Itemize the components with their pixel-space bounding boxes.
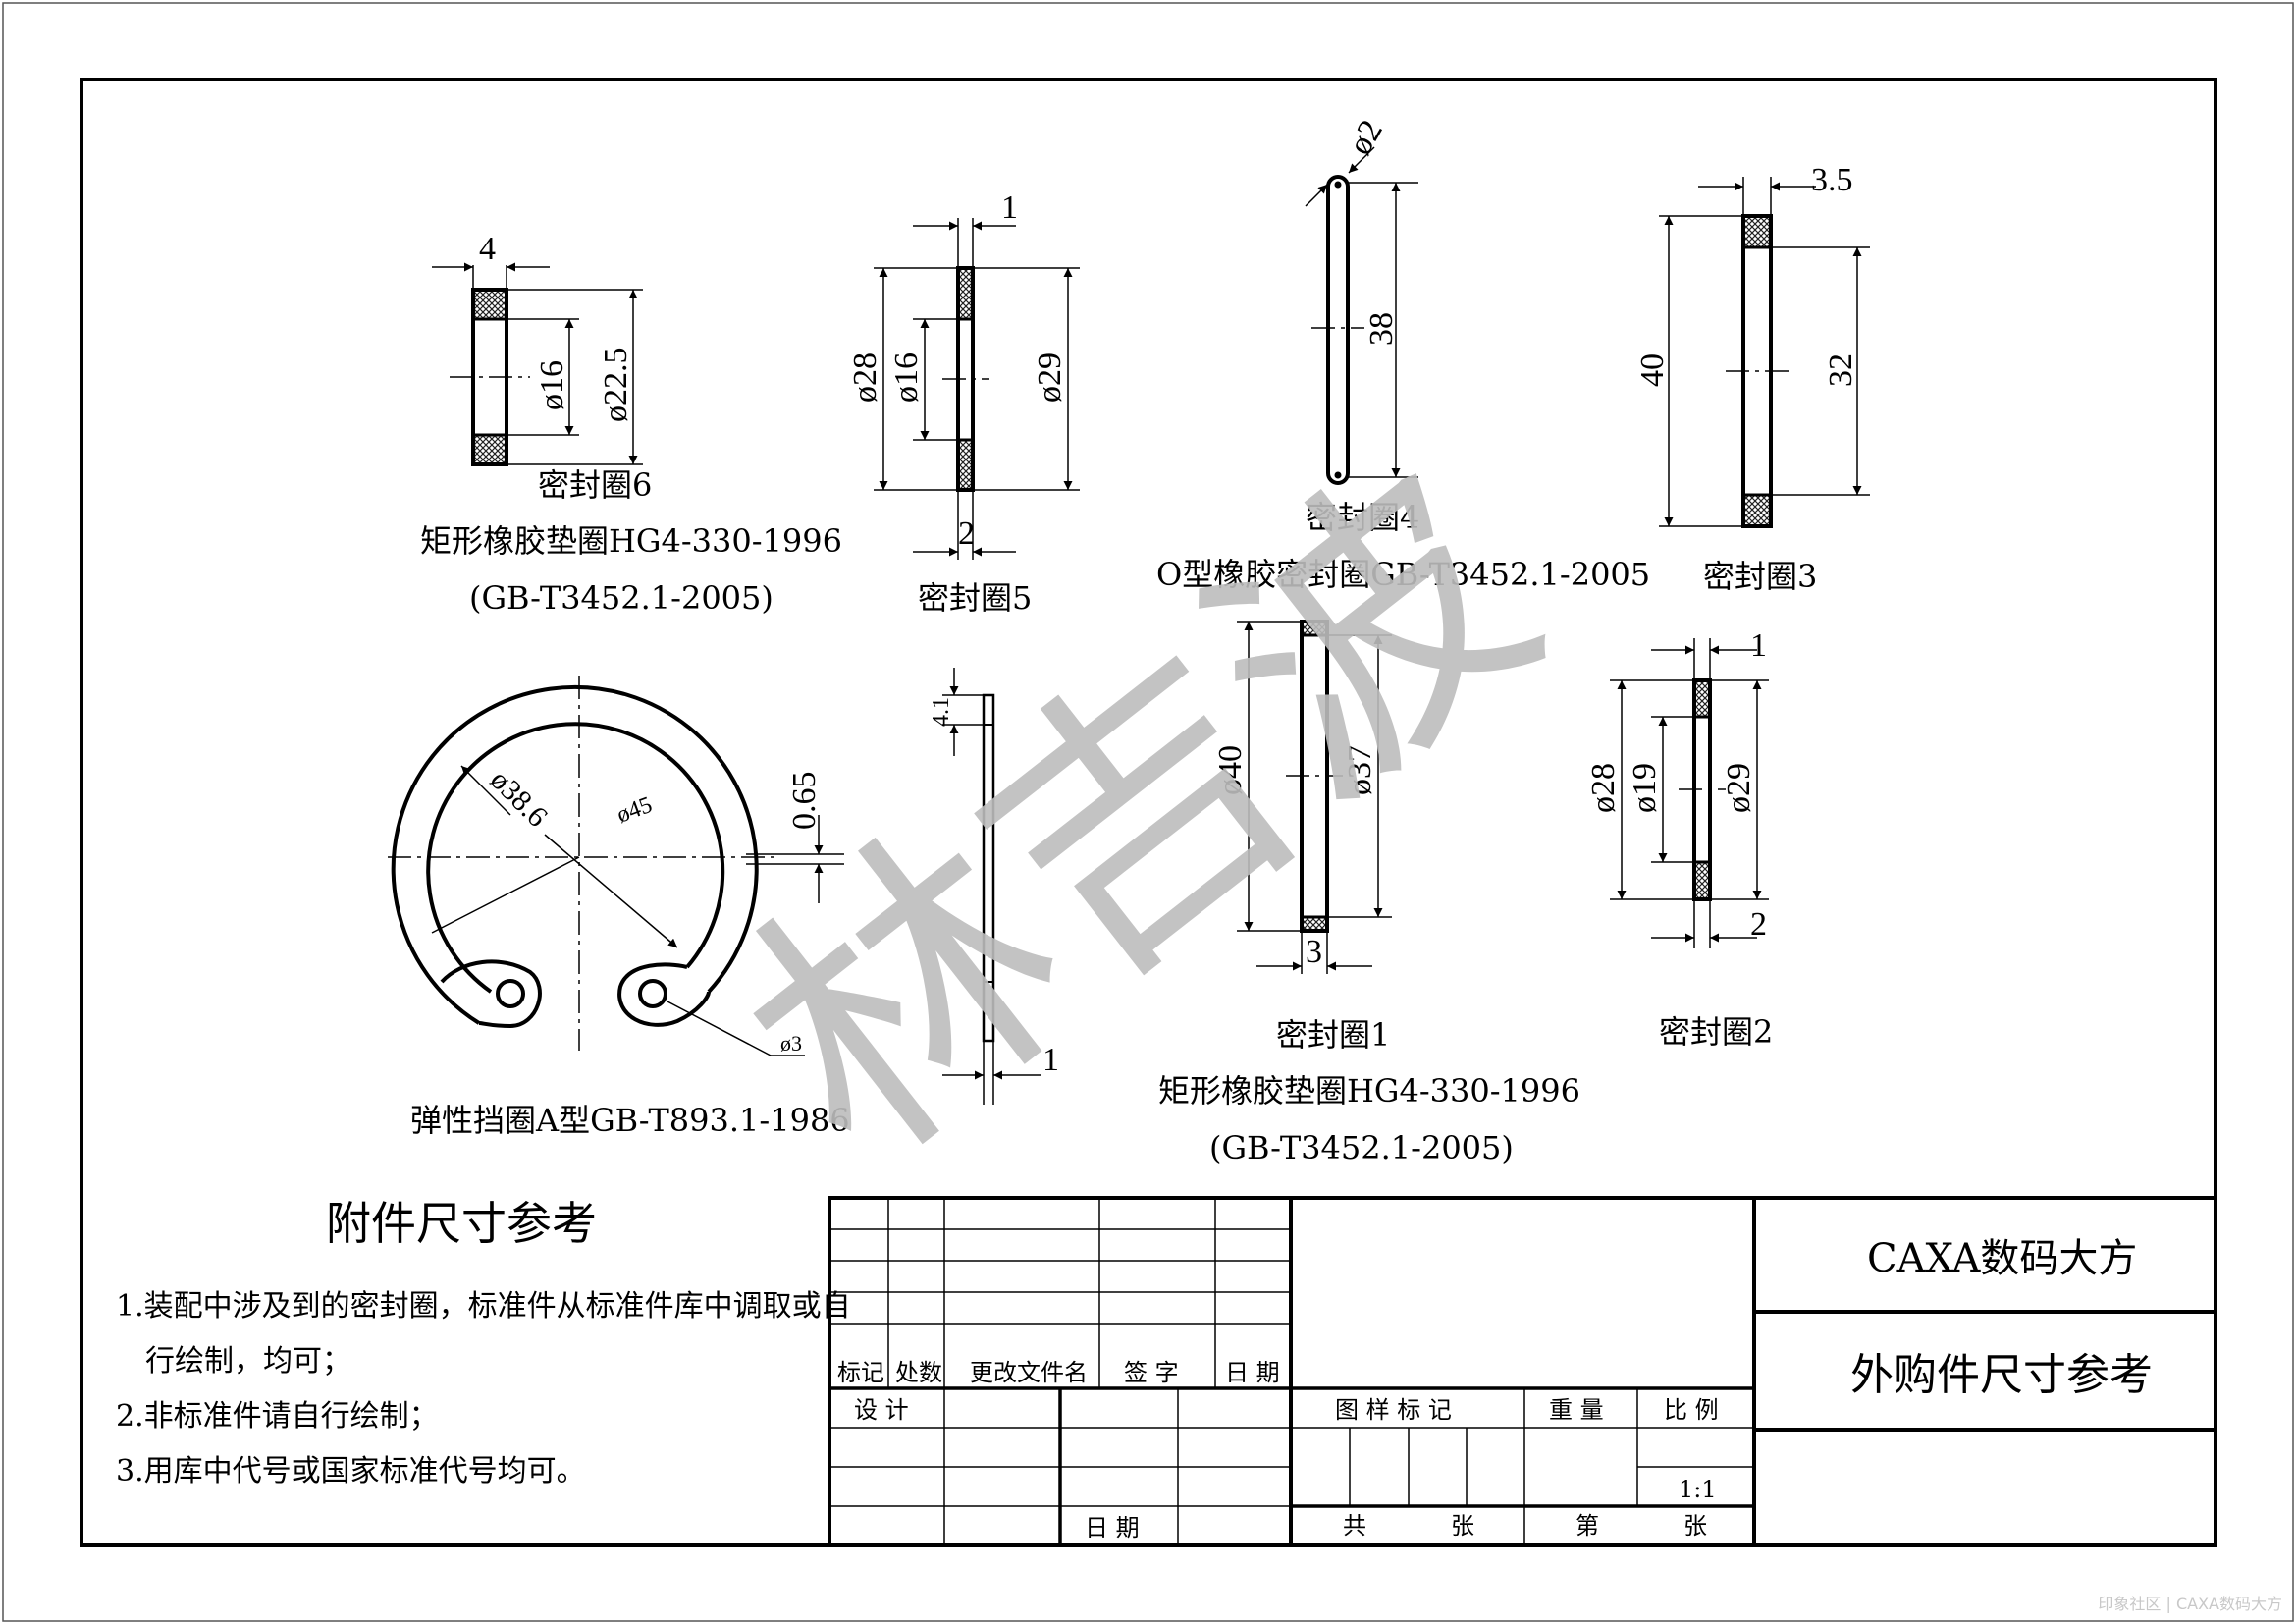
seal1-name: 密封圈1 <box>1276 1016 1390 1054</box>
notes-line-3: 2.非标准件请自行绘制； <box>116 1399 439 1434</box>
sheet-label: 张 <box>1683 1512 1707 1540</box>
seal5-dim-thick: 1 <box>1001 189 1018 226</box>
scale-label: 比 例 <box>1664 1396 1719 1424</box>
seal4-drawing <box>1305 146 1418 485</box>
seal4-dim-cs: ø2 <box>1342 114 1390 161</box>
seal2-dim-29: ø29 <box>1721 763 1757 813</box>
seal1-dim-37: ø37 <box>1342 745 1378 795</box>
seal6-dim-width: 4 <box>479 231 496 267</box>
seal1-spec: 矩形橡胶垫圈HG4-330-1996 <box>1158 1072 1580 1110</box>
seal5-dim-16: ø16 <box>888 352 925 403</box>
fig-mark-label: 图 样 标 记 <box>1335 1396 1452 1424</box>
circlip-drawing <box>388 676 844 1056</box>
sheet-no-label: 第 <box>1575 1512 1599 1540</box>
seal2-dim-28: ø28 <box>1585 763 1622 813</box>
seal2-name: 密封圈2 <box>1659 1013 1773 1051</box>
circlip-dim-3: ø3 <box>780 1031 802 1056</box>
seal4-name: 密封圈4 <box>1306 499 1419 536</box>
rev-header-count: 处数 <box>895 1359 942 1386</box>
seal3-dim-thick: 3.5 <box>1811 162 1853 198</box>
company-name: CAXA数码大方 <box>1867 1236 2137 1281</box>
corner-watermark: 印象社区 | CAXA数码大方 <box>2098 1595 2282 1613</box>
seal6-spec: 矩形橡胶垫圈HG4-330-1996 <box>420 522 842 560</box>
seal5-drawing <box>874 218 1080 560</box>
seal2-dim-1: 1 <box>1750 627 1767 664</box>
seal4-spec: O型橡胶密封圈GB-T3452.1-2005 <box>1156 556 1650 593</box>
seal1-dim-40: ø40 <box>1212 745 1249 795</box>
seal6-std: (GB-T3452.1-2005) <box>469 579 774 617</box>
drawing-title: 外购件尺寸参考 <box>1850 1350 2153 1400</box>
weight-label: 重 量 <box>1549 1396 1604 1424</box>
notes-line-2: 行绘制，均可； <box>145 1344 351 1379</box>
seal3-name: 密封圈3 <box>1703 558 1817 595</box>
circlip-dim-1: 1 <box>1042 1042 1059 1078</box>
seal6-name: 密封圈6 <box>538 466 652 504</box>
circlip-dim-41: 4.1 <box>929 697 954 727</box>
circlip-dim-065: 0.65 <box>786 772 823 831</box>
rev-header-mark: 标记 <box>837 1359 884 1386</box>
seal5-dim-29: ø29 <box>1032 352 1068 403</box>
seal2-dim-2: 2 <box>1750 906 1767 943</box>
seal4-dim-height: 38 <box>1363 312 1400 346</box>
notes-line-1: 1.装配中涉及到的密封圈，标准件从标准件库中调取或自 <box>116 1289 851 1324</box>
design-label: 设 计 <box>854 1396 909 1424</box>
notes-title: 附件尺寸参考 <box>326 1197 597 1250</box>
seal6-dim-outer: ø22.5 <box>598 348 634 423</box>
rev-header-sign: 签 字 <box>1124 1359 1179 1386</box>
seal5-dim-28: ø28 <box>847 352 883 403</box>
seal1-dim-3: 3 <box>1306 934 1322 970</box>
notes-line-4: 3.用库中代号或国家标准代号均可。 <box>116 1454 586 1489</box>
seal1-std: (GB-T3452.1-2005) <box>1209 1129 1514 1166</box>
date-label: 日 期 <box>1085 1514 1140 1542</box>
total-label: 共 <box>1343 1512 1366 1540</box>
seal1-drawing <box>1237 620 1392 974</box>
rev-header-file: 更改文件名 <box>970 1359 1088 1386</box>
scale-value: 1:1 <box>1679 1476 1717 1503</box>
circlip-dim-45: ø45 <box>614 792 656 829</box>
seal2-dim-19: ø19 <box>1627 763 1663 813</box>
sheets-label: 张 <box>1451 1512 1474 1540</box>
circlip-name: 弹性挡圈A型GB-T893.1-1986 <box>410 1102 850 1139</box>
seal3-dim-32: 32 <box>1823 353 1859 387</box>
seal3-dim-40: 40 <box>1634 353 1671 387</box>
circlip-side-view <box>942 668 1041 1105</box>
seal6-dim-inner: ø16 <box>534 360 570 410</box>
seal5-name: 密封圈5 <box>918 579 1032 617</box>
seal2-drawing <box>1610 638 1769 948</box>
seal6-drawing <box>432 262 643 466</box>
rev-header-date: 日 期 <box>1225 1359 1280 1386</box>
seal5-dim-width: 2 <box>958 515 975 552</box>
title-block-lines <box>828 1196 2217 1547</box>
seal3-drawing <box>1659 177 1870 528</box>
